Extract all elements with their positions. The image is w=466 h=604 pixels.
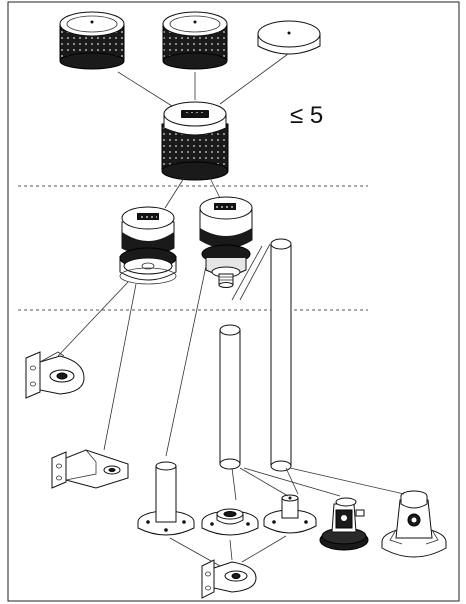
wall-bracket-long [51, 449, 129, 489]
connector-line [241, 535, 287, 563]
connector-line [285, 467, 299, 495]
connector-line [164, 177, 185, 209]
module-top-left [59, 11, 125, 70]
pole-on-flange [137, 461, 195, 536]
articulated-mount [381, 490, 447, 558]
clamp-mount-black [319, 497, 369, 551]
flange-with-stub [263, 494, 317, 534]
connector-line [239, 243, 271, 301]
base-module-left [119, 206, 177, 285]
diagram-frame [7, 1, 460, 602]
wall-bracket-bottom [201, 559, 257, 599]
stack-limit-label: ≤ 5 [290, 102, 323, 129]
connector-line [289, 467, 405, 495]
pole-short [219, 324, 241, 470]
module-top-middle [162, 11, 228, 70]
module-with-display [161, 101, 229, 181]
connector-line [231, 467, 237, 501]
end-cap [257, 20, 321, 55]
connector-line [243, 467, 341, 497]
connector-line [219, 53, 289, 105]
base-module-right [199, 196, 253, 288]
connector-line [229, 539, 233, 561]
connector-line [165, 265, 207, 457]
flange-with-ring [201, 508, 259, 536]
connector-line [117, 71, 173, 107]
connector-line [103, 283, 137, 451]
pole-tall [270, 238, 292, 472]
connector-line [239, 467, 289, 497]
connector-line [57, 281, 129, 357]
wall-bracket-small [25, 351, 85, 399]
connector-line [231, 245, 263, 301]
